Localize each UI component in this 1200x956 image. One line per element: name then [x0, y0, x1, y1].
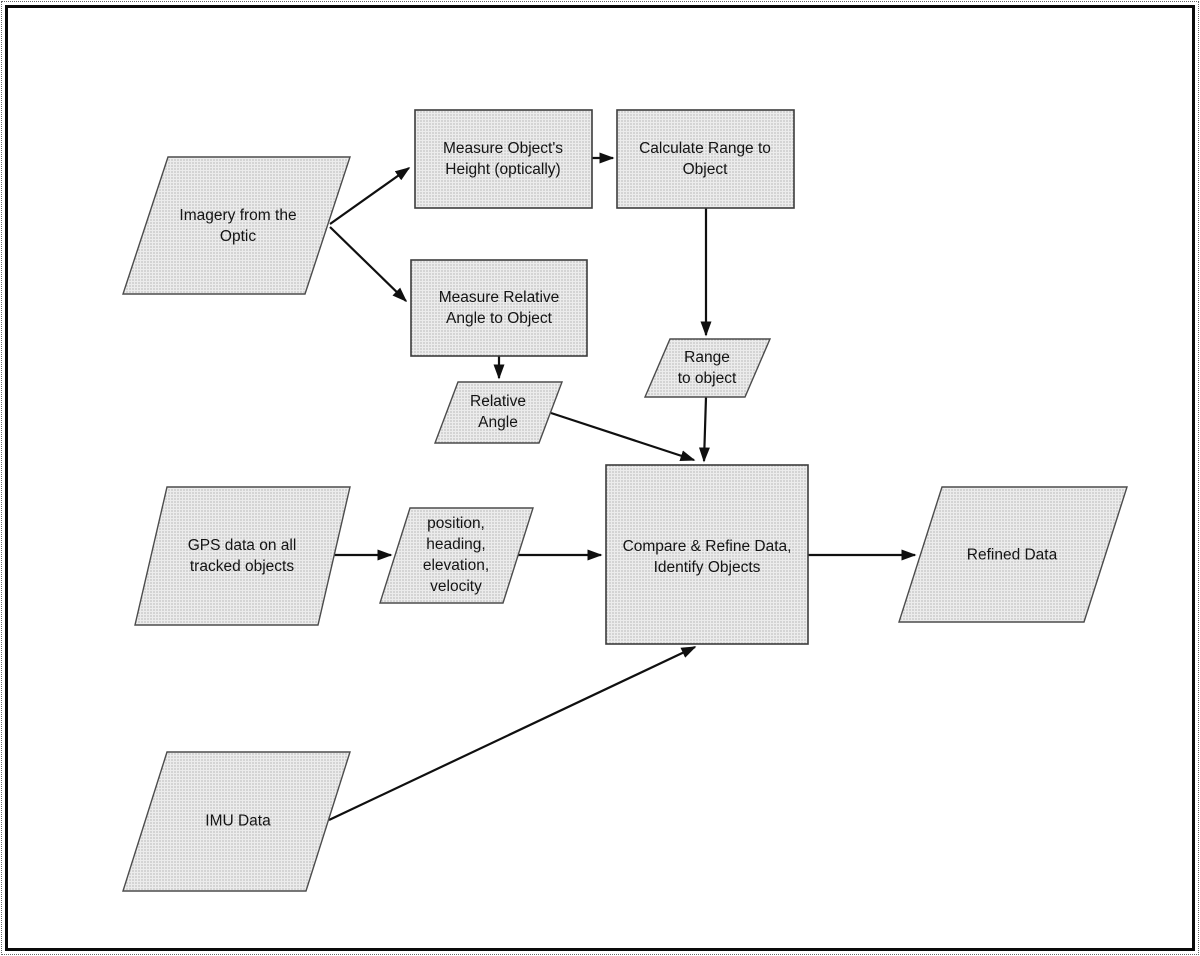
refined-data-parallelogram: [898, 486, 1128, 623]
compare-refine-label: Compare & Refine Data, Identify Objects: [622, 538, 792, 576]
calculate-range-box: [616, 109, 795, 209]
imagery-parallelogram: [122, 156, 351, 295]
measure-angle-box: [410, 259, 588, 357]
nodes: [122, 109, 1128, 892]
range-to-object-parallelogram: [643, 338, 772, 398]
relative-angle-label: Relative Angle: [470, 393, 526, 431]
refined-data-label: Refined Data: [966, 546, 1058, 564]
edge-imu-to-compare: [328, 646, 697, 821]
measure-angle-label: Measure Relative Angle to Object: [438, 289, 560, 327]
position-label: position, heading, elevation, velocity: [422, 515, 490, 595]
edge-relative-angle-to-compare: [550, 411, 696, 462]
edge-range-to-compare: [698, 396, 710, 463]
edge-imagery-to-measure-height: [329, 167, 411, 225]
edge-imagery-to-measure-angle: [329, 226, 408, 303]
edges: [327, 152, 917, 821]
calculate-range-label: Calculate Range to Object: [639, 140, 771, 178]
gps-label: GPS data on all tracked objects: [187, 537, 297, 575]
gps-parallelogram: [134, 486, 351, 626]
range-to-object-label: Range to object: [677, 349, 737, 387]
compare-refine-box: [605, 464, 809, 645]
measure-height-label: Measure Object's Height (optically): [442, 140, 564, 178]
relative-angle-parallelogram: [433, 381, 564, 444]
imu-label: IMU Data: [205, 812, 271, 830]
measure-height-box: [414, 109, 593, 209]
imu-parallelogram: [122, 751, 351, 892]
imagery-label: Imagery from the Optic: [179, 207, 297, 245]
position-parallelogram: [379, 507, 534, 604]
